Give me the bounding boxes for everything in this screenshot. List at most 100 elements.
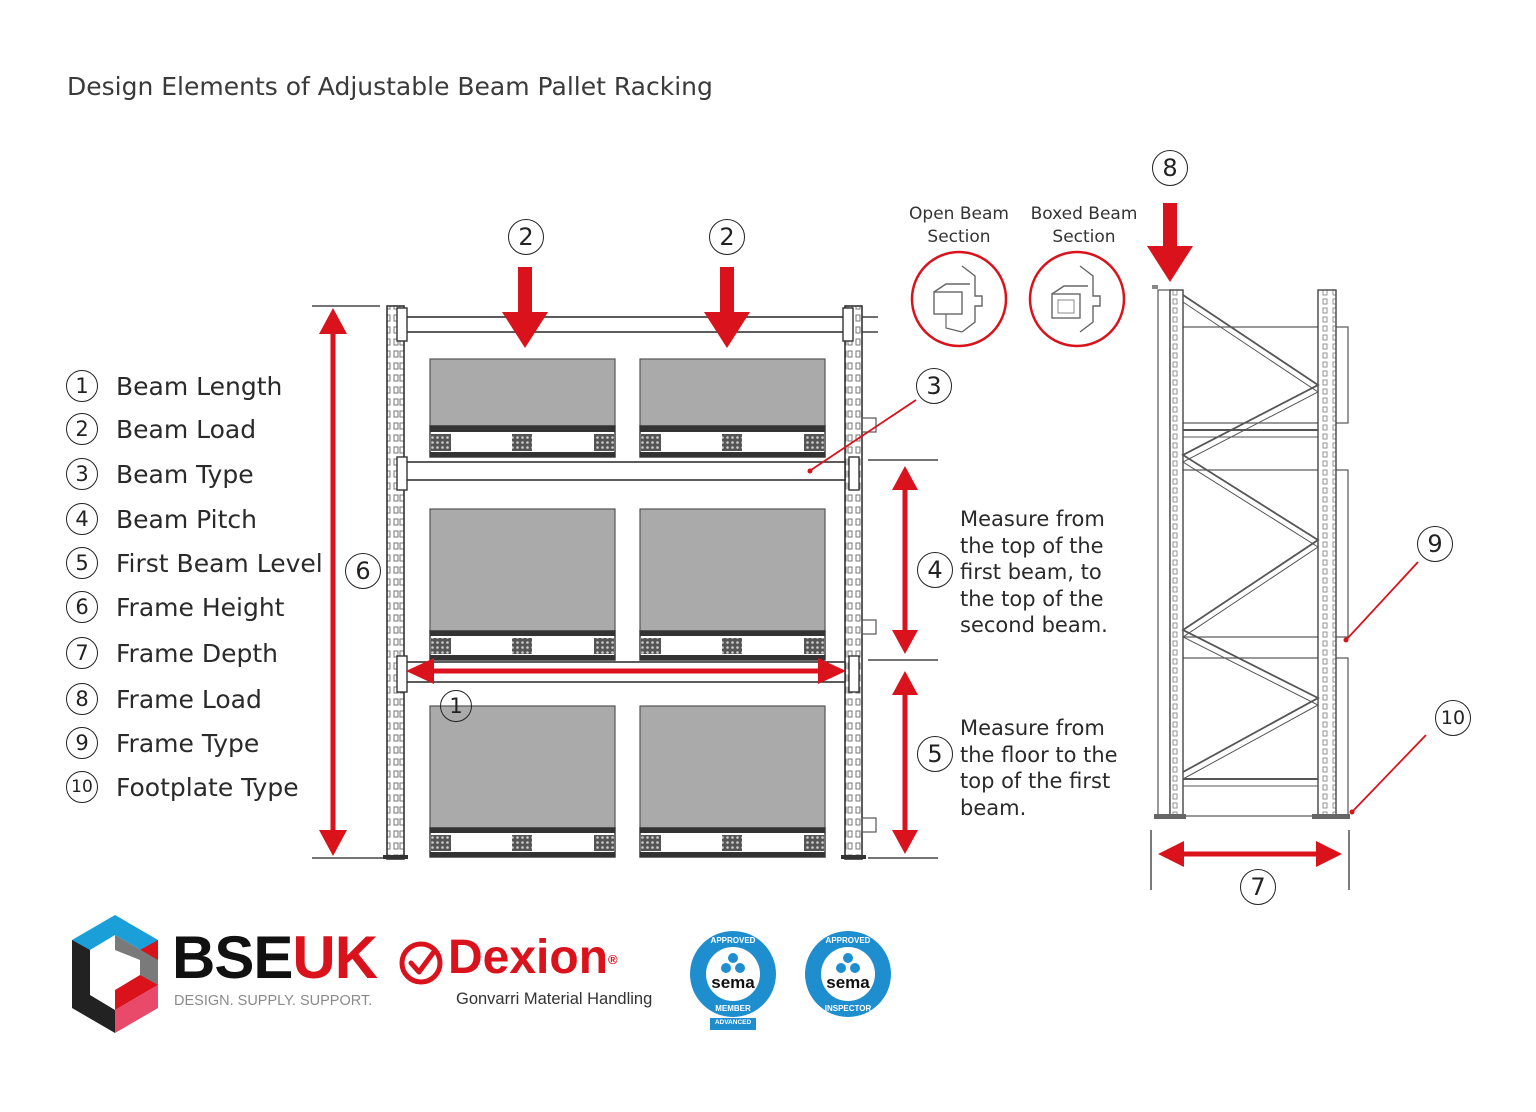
- bseuk-name-accent: UK: [292, 924, 378, 991]
- callout-first-beam-level: 5: [917, 736, 953, 772]
- side-elevation: [1147, 203, 1427, 890]
- callout-beam-load: 2: [508, 219, 544, 255]
- sema-member-brand: sema: [711, 973, 755, 992]
- beam-type-leader: [807, 399, 917, 473]
- frame-type-leader: [1345, 561, 1419, 641]
- pallet: [429, 358, 616, 458]
- front-elevation: [312, 267, 938, 860]
- bseuk-name: BSE: [172, 924, 293, 991]
- open-beam-section-icon: [910, 250, 1008, 348]
- legend-label: Footplate Type: [116, 772, 299, 802]
- legend-label: Frame Height: [116, 592, 285, 622]
- callout-beam-pitch: 4: [917, 552, 953, 588]
- pallet: [639, 705, 826, 858]
- sema-member-tier: ADVANCED: [714, 1019, 752, 1026]
- dexion-check-icon: [399, 941, 443, 985]
- note-line: the floor to the: [960, 742, 1118, 767]
- legend-label: Beam Load: [116, 414, 257, 444]
- callout-frame-type: 9: [1417, 526, 1453, 562]
- pallet: [639, 358, 826, 458]
- legend-label: Beam Length: [116, 371, 283, 401]
- boxed-beam-label-line: Section: [1052, 227, 1116, 247]
- note-line: second beam.: [960, 613, 1108, 637]
- dexion-subtitle: Gonvarri Material Handling: [456, 990, 653, 1008]
- sema-member-top: APPROVED: [710, 936, 756, 945]
- bseuk-logo: BSEUK: [172, 928, 378, 988]
- legend-item-first-beam-level: 5 First Beam Level: [66, 543, 323, 583]
- legend-item-footplate-type: 10 Footplate Type: [66, 767, 299, 807]
- left-upright: [383, 305, 408, 860]
- legend-item-frame-type: 9 Frame Type: [66, 723, 259, 763]
- legend-number: 7: [66, 637, 98, 669]
- legend-label: First Beam Level: [116, 548, 323, 578]
- callout-frame-height: 6: [345, 553, 381, 589]
- sema-inspector-badge: [805, 931, 891, 1017]
- frame-depth-arrow: [1150, 830, 1350, 890]
- frame-height-arrow: [319, 308, 347, 856]
- boxed-beam-section-label: Boxed Beam Section: [1022, 203, 1146, 249]
- legend-item-beam-length: 1 Beam Length: [66, 366, 282, 406]
- note-line: first beam, to: [960, 560, 1102, 584]
- note-line: the top of the: [960, 533, 1104, 558]
- callout-beam-length-number: 1: [440, 690, 472, 722]
- beam-load-arrow: [704, 267, 750, 348]
- legend-number: 3: [66, 458, 98, 490]
- beam-length-arrow: [406, 658, 846, 684]
- beam-load-arrow: [502, 267, 548, 348]
- boxed-beam-section-icon: [1028, 250, 1126, 348]
- dexion-logo: Dexion®: [448, 932, 618, 984]
- legend-number: 4: [66, 503, 98, 535]
- callout-frame-load: 8: [1152, 150, 1188, 186]
- note-line: Measure from: [960, 716, 1105, 740]
- beam-pitch-note: Measure from the top of the first beam, …: [960, 506, 1108, 639]
- callout-beam-load: 2: [709, 219, 745, 255]
- legend-number: 9: [66, 727, 98, 759]
- dexion-name: Dexion: [448, 931, 609, 984]
- sema-member-badge: [690, 931, 776, 1030]
- footplate-type-leader: [1351, 734, 1427, 813]
- legend-item-frame-height: 6 Frame Height: [66, 587, 284, 627]
- note-line: beam.: [960, 795, 1027, 820]
- diagram-title: Design Elements of Adjustable Beam Palle…: [67, 72, 713, 101]
- pallet: [639, 508, 826, 661]
- callout-beam-type: 3: [916, 368, 952, 404]
- open-beam-label-line: Section: [927, 227, 991, 247]
- bseuk-logo-mark: [72, 915, 158, 1033]
- bseuk-tagline: DESIGN. SUPPLY. SUPPORT.: [174, 993, 373, 1009]
- sema-inspector-bottom: INSPECTOR: [824, 1004, 872, 1013]
- note-line: Measure from: [960, 507, 1105, 531]
- frame-load-arrow: [1147, 203, 1193, 282]
- sema-inspector-top: APPROVED: [825, 936, 871, 945]
- legend-number: 8: [66, 683, 98, 715]
- legend-item-frame-load: 8 Frame Load: [66, 679, 262, 719]
- first-beam-note: Measure from the floor to the top of the…: [960, 715, 1118, 821]
- legend-number: 1: [66, 370, 98, 402]
- first-beam-level-arrow: [868, 671, 938, 859]
- legend-number: 6: [66, 591, 98, 623]
- dexion-registered-mark: ®: [608, 952, 618, 967]
- legend-item-frame-depth: 7 Frame Depth: [66, 633, 278, 673]
- legend-number: 10: [66, 771, 98, 803]
- right-upright: [841, 305, 877, 860]
- beam-pitch-arrow: [868, 459, 938, 661]
- legend-item-beam-load: 2 Beam Load: [66, 409, 256, 449]
- legend-label: Frame Depth: [116, 638, 278, 668]
- first-beam: [396, 655, 860, 693]
- callout-footplate-type: 10: [1435, 700, 1471, 736]
- boxed-beam-label-line: Boxed Beam: [1030, 204, 1138, 224]
- note-line: the top of the: [960, 586, 1104, 611]
- open-beam-label-line: Open Beam: [909, 204, 1009, 224]
- legend-number: 5: [66, 547, 98, 579]
- sema-member-bottom: MEMBER: [715, 1004, 751, 1013]
- legend-number: 2: [66, 413, 98, 445]
- callout-beam-length: 1: [438, 688, 474, 724]
- open-beam-section-label: Open Beam Section: [899, 203, 1019, 249]
- legend-label: Frame Load: [116, 684, 262, 714]
- top-beam: [396, 307, 878, 342]
- legend-label: Frame Type: [116, 728, 260, 758]
- legend-item-beam-type: 3 Beam Type: [66, 454, 254, 494]
- pallet: [429, 508, 616, 661]
- legend-label: Beam Pitch: [116, 504, 258, 534]
- second-beam: [396, 456, 860, 491]
